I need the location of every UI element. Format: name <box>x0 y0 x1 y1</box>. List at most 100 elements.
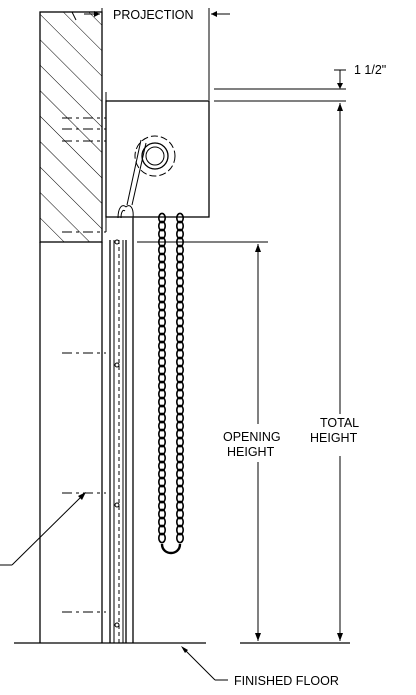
chain-link <box>158 532 167 544</box>
chain-link <box>176 212 185 224</box>
chain-link <box>176 404 185 416</box>
chain-link <box>176 276 185 288</box>
chain-loop <box>160 543 182 555</box>
chain-link <box>158 500 167 512</box>
chain-link <box>176 300 185 312</box>
chain-link <box>158 508 167 520</box>
chain-link <box>158 372 167 384</box>
chain-link <box>176 532 185 544</box>
chain-link <box>158 476 167 488</box>
chain-link <box>176 492 185 504</box>
total-height-label-1: TOTAL <box>320 416 359 430</box>
chain-link <box>158 252 167 264</box>
chain-link <box>158 460 167 472</box>
opening-height-label-1: OPENING <box>223 430 281 444</box>
chain-link <box>176 260 185 272</box>
chain-link <box>176 388 185 400</box>
chain-link <box>158 220 167 232</box>
chain-link <box>176 452 185 464</box>
chain-link <box>176 348 185 360</box>
chain-link <box>158 388 167 400</box>
chain-link <box>176 484 185 496</box>
clearance-label: 1 1/2" <box>354 63 386 77</box>
hood-box <box>105 100 210 218</box>
chain-link <box>176 324 185 336</box>
chain-link <box>176 372 185 384</box>
chain-link <box>176 284 185 296</box>
projection-dimension: PROJECTION <box>71 8 230 100</box>
wall-jamb <box>39 242 103 643</box>
coil-drum-icon <box>134 135 176 177</box>
chain-link <box>158 268 167 280</box>
chain-link <box>176 268 185 280</box>
clearance-dimension: 1 1/2" <box>214 63 386 102</box>
guide-assembly <box>105 92 134 643</box>
chain-link <box>158 428 167 440</box>
anchor-centerlines <box>62 117 106 613</box>
chain-link <box>158 516 167 528</box>
chain-link <box>176 396 185 408</box>
chain-link <box>176 252 185 264</box>
roller-chain-icon <box>158 212 185 555</box>
chain-link <box>158 276 167 288</box>
chain-link <box>176 412 185 424</box>
chain-link <box>158 436 167 448</box>
chain-link <box>158 356 167 368</box>
chain-link <box>158 420 167 432</box>
finished-floor-leader: FINISHED FLOOR <box>181 646 339 688</box>
chain-link <box>176 364 185 376</box>
chain-link <box>158 468 167 480</box>
chain-link <box>158 404 167 416</box>
chain-link <box>158 332 167 344</box>
curtain-path <box>117 139 147 219</box>
wall-header <box>39 11 103 243</box>
chain-link <box>158 348 167 360</box>
chain-link <box>176 380 185 392</box>
chain-link <box>158 484 167 496</box>
chain-link <box>176 476 185 488</box>
chain-link <box>176 444 185 456</box>
chain-link <box>158 364 167 376</box>
chain-link <box>158 244 167 256</box>
chain-link <box>176 500 185 512</box>
chain-link <box>158 292 167 304</box>
chain-link <box>158 524 167 536</box>
chain-link <box>158 308 167 320</box>
chain-link <box>158 300 167 312</box>
chain-link <box>158 260 167 272</box>
chain-link <box>176 228 185 240</box>
chain-link <box>176 220 185 232</box>
chain-link <box>176 524 185 536</box>
chain-link <box>176 308 185 320</box>
chain-link <box>158 380 167 392</box>
chain-link <box>176 356 185 368</box>
chain-link <box>158 324 167 336</box>
chain-link <box>158 444 167 456</box>
chain-link <box>176 460 185 472</box>
chain-link <box>176 508 185 520</box>
total-height-label-2: HEIGHT <box>310 431 358 445</box>
chain-link <box>176 316 185 328</box>
opening-height-label-2: HEIGHT <box>227 445 275 459</box>
chain-link <box>176 436 185 448</box>
total-height-dimension: TOTAL HEIGHT <box>310 103 359 641</box>
chain-link <box>158 284 167 296</box>
chain-link <box>158 212 167 224</box>
guide-callout-leader <box>0 492 86 566</box>
chain-link <box>176 332 185 344</box>
opening-height-dimension: OPENING HEIGHT <box>137 241 281 641</box>
chain-link <box>158 492 167 504</box>
chain-link <box>176 428 185 440</box>
chain-link <box>176 516 185 528</box>
chain-link <box>158 452 167 464</box>
chain-link <box>176 292 185 304</box>
chain-link <box>158 228 167 240</box>
chain-link <box>158 412 167 424</box>
chain-link <box>176 340 185 352</box>
projection-label: PROJECTION <box>113 8 194 22</box>
finished-floor-label: FINISHED FLOOR <box>234 674 339 688</box>
chain-link <box>176 420 185 432</box>
chain-link <box>176 468 185 480</box>
chain-link <box>158 316 167 328</box>
